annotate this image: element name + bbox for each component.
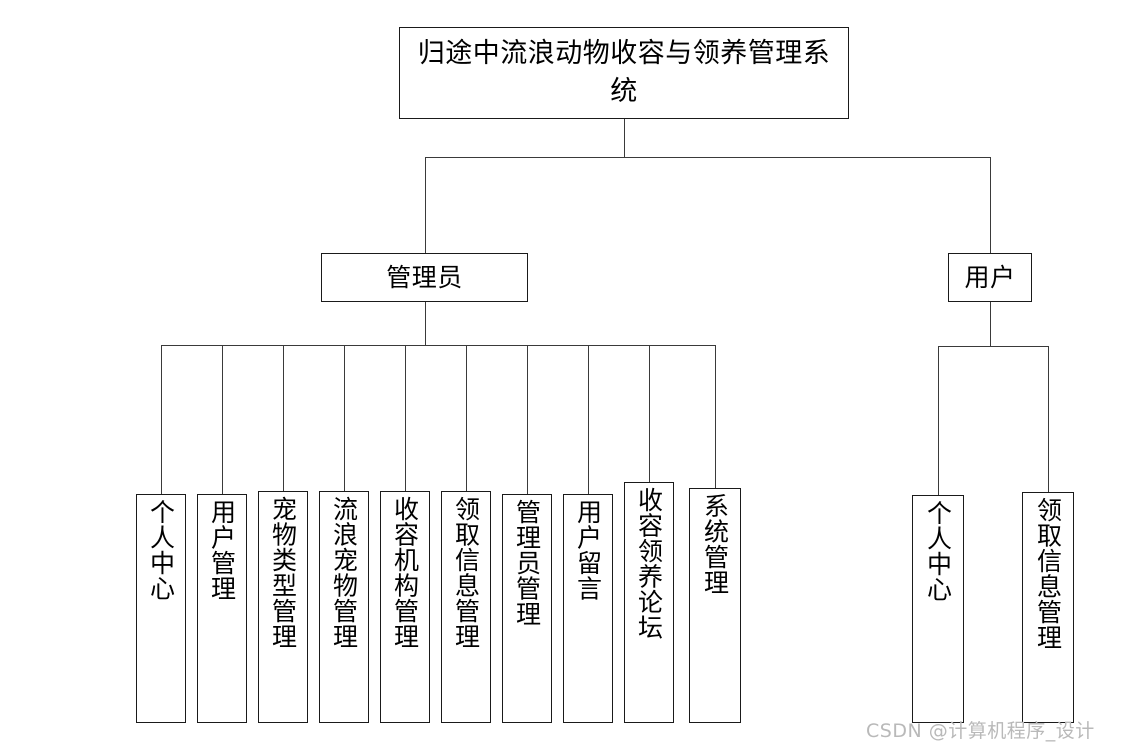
root-stem: [624, 119, 625, 157]
leaf-node-0-8[interactable]: 收容领养论坛: [624, 482, 674, 723]
leaf-node-label: 个人中心: [923, 500, 953, 602]
leaf-drop-0-6: [527, 345, 528, 494]
child-bus-1: [938, 346, 1048, 347]
leaf-node-0-6[interactable]: 管理员管理: [502, 494, 552, 723]
leaf-node-0-5[interactable]: 领取信息管理: [441, 491, 491, 723]
leaf-drop-1-1: [1048, 346, 1049, 492]
branch-drop-1: [990, 302, 991, 346]
root-node-system-title[interactable]: 归途中流浪动物收容与领养管理系统: [399, 27, 849, 119]
branch-node-0[interactable]: 管理员: [321, 253, 528, 302]
leaf-node-label: 收容领养论坛: [634, 487, 664, 640]
child-bus-0: [161, 345, 715, 346]
leaf-node-0-7[interactable]: 用户留言: [563, 494, 613, 723]
leaf-node-label: 用户留言: [573, 499, 603, 601]
leaf-node-1-0[interactable]: 个人中心: [912, 495, 964, 723]
root-node-label: 归途中流浪动物收容与领养管理系统: [417, 38, 831, 107]
leaf-drop-0-9: [715, 345, 716, 488]
branch-node-label: 用户: [964, 262, 1016, 292]
branch-stem-0: [425, 157, 426, 253]
leaf-drop-0-1: [222, 345, 223, 494]
leaf-node-label: 流浪宠物管理: [329, 496, 359, 649]
leaf-drop-0-2: [283, 345, 284, 491]
leaf-node-0-3[interactable]: 流浪宠物管理: [319, 491, 369, 723]
leaf-drop-0-4: [405, 345, 406, 491]
leaf-node-0-1[interactable]: 用户管理: [197, 494, 247, 723]
leaf-node-label: 宠物类型管理: [268, 496, 298, 649]
leaf-node-0-2[interactable]: 宠物类型管理: [258, 491, 308, 723]
leaf-drop-0-7: [588, 345, 589, 494]
branch-node-label: 管理员: [386, 262, 463, 292]
leaf-drop-0-0: [161, 345, 162, 494]
leaf-node-label: 管理员管理: [512, 499, 542, 627]
leaf-node-label: 用户管理: [207, 499, 237, 601]
leaf-drop-0-5: [466, 345, 467, 491]
leaf-node-1-1[interactable]: 领取信息管理: [1022, 492, 1074, 723]
leaf-node-0-0[interactable]: 个人中心: [136, 494, 186, 723]
leaf-drop-0-3: [344, 345, 345, 491]
root-bus: [425, 157, 990, 158]
csdn-watermark: CSDN @计算机程序_设计: [866, 720, 1095, 742]
branch-node-1[interactable]: 用户: [948, 253, 1032, 302]
branch-stem-1: [990, 157, 991, 253]
leaf-node-0-9[interactable]: 系统管理: [689, 488, 741, 723]
leaf-node-label: 个人中心: [146, 499, 176, 601]
leaf-node-0-4[interactable]: 收容机构管理: [380, 491, 430, 723]
leaf-node-label: 收容机构管理: [390, 496, 420, 649]
branch-drop-0: [425, 302, 426, 345]
leaf-node-label: 系统管理: [700, 493, 730, 595]
leaf-drop-0-8: [649, 345, 650, 482]
leaf-drop-1-0: [938, 346, 939, 495]
leaf-node-label: 领取信息管理: [1033, 497, 1063, 650]
leaf-node-label: 领取信息管理: [451, 496, 481, 649]
